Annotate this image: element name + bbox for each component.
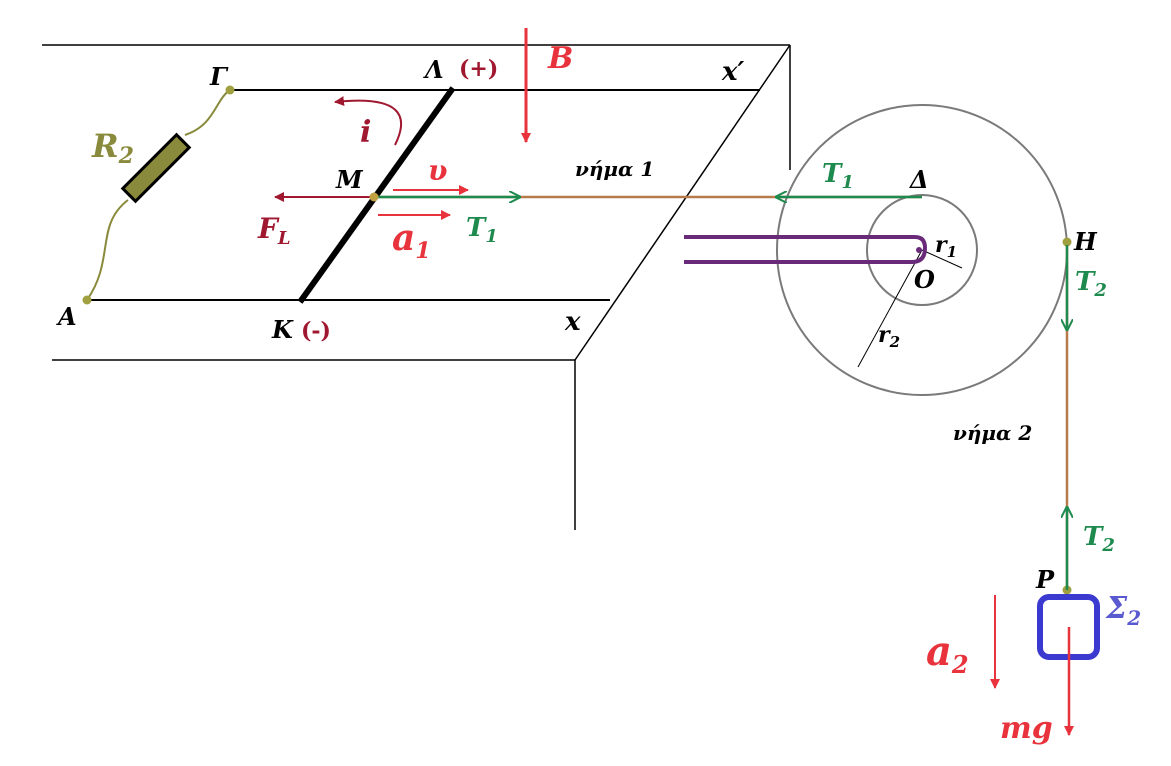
pulley-inner — [866, 194, 978, 306]
label-r2-radius: r2 — [878, 322, 900, 351]
label-m: M — [335, 165, 364, 194]
label-a: A — [56, 302, 77, 331]
label-lambda: Λ — [423, 55, 444, 84]
label-k-sign: (-) — [301, 318, 331, 344]
point-gamma-dot — [225, 85, 235, 95]
label-a2: a2 — [926, 628, 969, 679]
label-fl: FL — [257, 212, 291, 249]
resistor — [120, 132, 192, 204]
rails — [87, 89, 760, 301]
radius-r1-line — [921, 249, 963, 269]
label-t1-pulley: T1 — [822, 159, 854, 193]
current-i-arrow — [334, 96, 403, 146]
point-m-dot — [369, 192, 379, 202]
label-t2-bottom: T2 — [1083, 522, 1115, 556]
label-x-prime: x′ — [721, 57, 745, 87]
label-string-2: νήμα 2 — [953, 421, 1032, 445]
label-t2-top: T2 — [1075, 267, 1107, 301]
label-delta: Δ — [909, 165, 929, 194]
label-sigma2: Σ2 — [1105, 591, 1141, 630]
label-string-1: νήμα 1 — [575, 157, 654, 181]
label-b: B — [547, 41, 573, 76]
label-v: υ — [428, 154, 447, 187]
point-a-dot — [82, 295, 92, 305]
label-h: H — [1073, 227, 1098, 256]
label-t1-rod: T1 — [466, 213, 498, 247]
label-x: x — [564, 307, 581, 337]
radius-r2-line — [857, 249, 923, 368]
label-i: i — [360, 115, 371, 150]
label-p: P — [1035, 565, 1055, 594]
center-o-dot — [916, 247, 922, 253]
table-outline — [42, 44, 791, 530]
label-a1: a1 — [392, 217, 431, 264]
label-o: O — [914, 265, 935, 294]
label-lambda-sign: (+) — [459, 56, 498, 82]
label-mg: mg — [1000, 711, 1053, 746]
label-gamma: Γ — [209, 62, 229, 91]
axle-support — [684, 235, 928, 264]
point-h-dot — [1062, 237, 1072, 247]
label-r1: r1 — [935, 232, 957, 261]
resistor-wires — [86, 89, 231, 301]
label-r2: R2 — [91, 127, 134, 169]
label-k: K — [271, 315, 294, 344]
